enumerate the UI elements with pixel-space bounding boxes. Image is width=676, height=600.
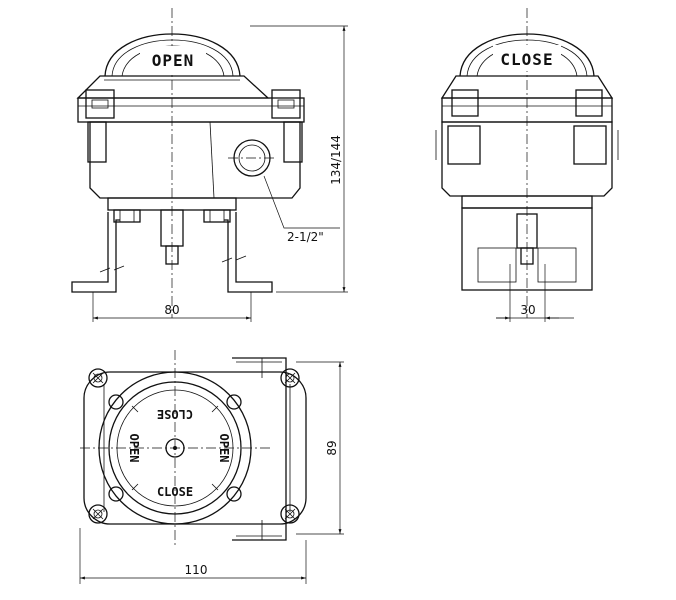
side-left-pad [447, 125, 481, 165]
front-nut-left [113, 209, 141, 223]
top-outer-housing [83, 371, 307, 525]
front-dome: OPEN [104, 33, 241, 77]
front-left-boss [87, 121, 107, 163]
front-right-ear [271, 89, 301, 119]
front-width-dim-label: 80 [164, 303, 179, 317]
side-right-ear [575, 89, 603, 117]
shaft-dim-label: 30 [520, 303, 535, 317]
side-left-ear [451, 89, 479, 117]
depth-dim-label: 89 [325, 440, 339, 455]
front-left-ear [85, 89, 115, 119]
side-pocket-right [537, 247, 577, 283]
top-dial-ring [108, 381, 242, 515]
side-shaft [520, 247, 534, 265]
side-pocket-left [477, 247, 517, 283]
face-label-close-bottom: CLOSE [157, 485, 193, 499]
front-body [89, 121, 301, 199]
front-view: OPEN 2 [71, 8, 348, 322]
top-hub [165, 438, 185, 458]
top-conduit-boss [232, 357, 287, 541]
top-outer-ring [98, 371, 252, 525]
front-nut-right [203, 209, 231, 223]
top-lid-screws [108, 394, 242, 502]
face-label-open-left: OPEN [127, 434, 141, 463]
front-cap-band [76, 75, 270, 99]
side-bracket-block [461, 207, 593, 291]
front-shaft [165, 245, 179, 265]
conduit-leader [263, 175, 340, 229]
side-body [441, 121, 613, 197]
side-right-pad [573, 125, 607, 165]
face-label-open-right: OPEN [217, 434, 231, 463]
dome-label-open: OPEN [152, 51, 195, 70]
height-dim-label: 134/144 [329, 135, 343, 185]
front-bracket-right [224, 212, 273, 293]
top-corner-bolts [88, 368, 300, 524]
conduit-dim-label: 2-1/2" [287, 230, 324, 244]
side-view: CLOSE 30 [435, 8, 619, 322]
top-width-dim-label: 110 [185, 563, 208, 577]
front-right-boss [283, 121, 303, 163]
top-view: CLOSE CLOSE OPEN OPEN 89 110 [79, 350, 344, 584]
face-label-close-top: CLOSE [157, 407, 193, 421]
front-bracket-left [71, 212, 120, 293]
side-dome: CLOSE [459, 33, 595, 77]
dome-label-close: CLOSE [500, 50, 553, 69]
top-dial-inner [116, 389, 234, 507]
